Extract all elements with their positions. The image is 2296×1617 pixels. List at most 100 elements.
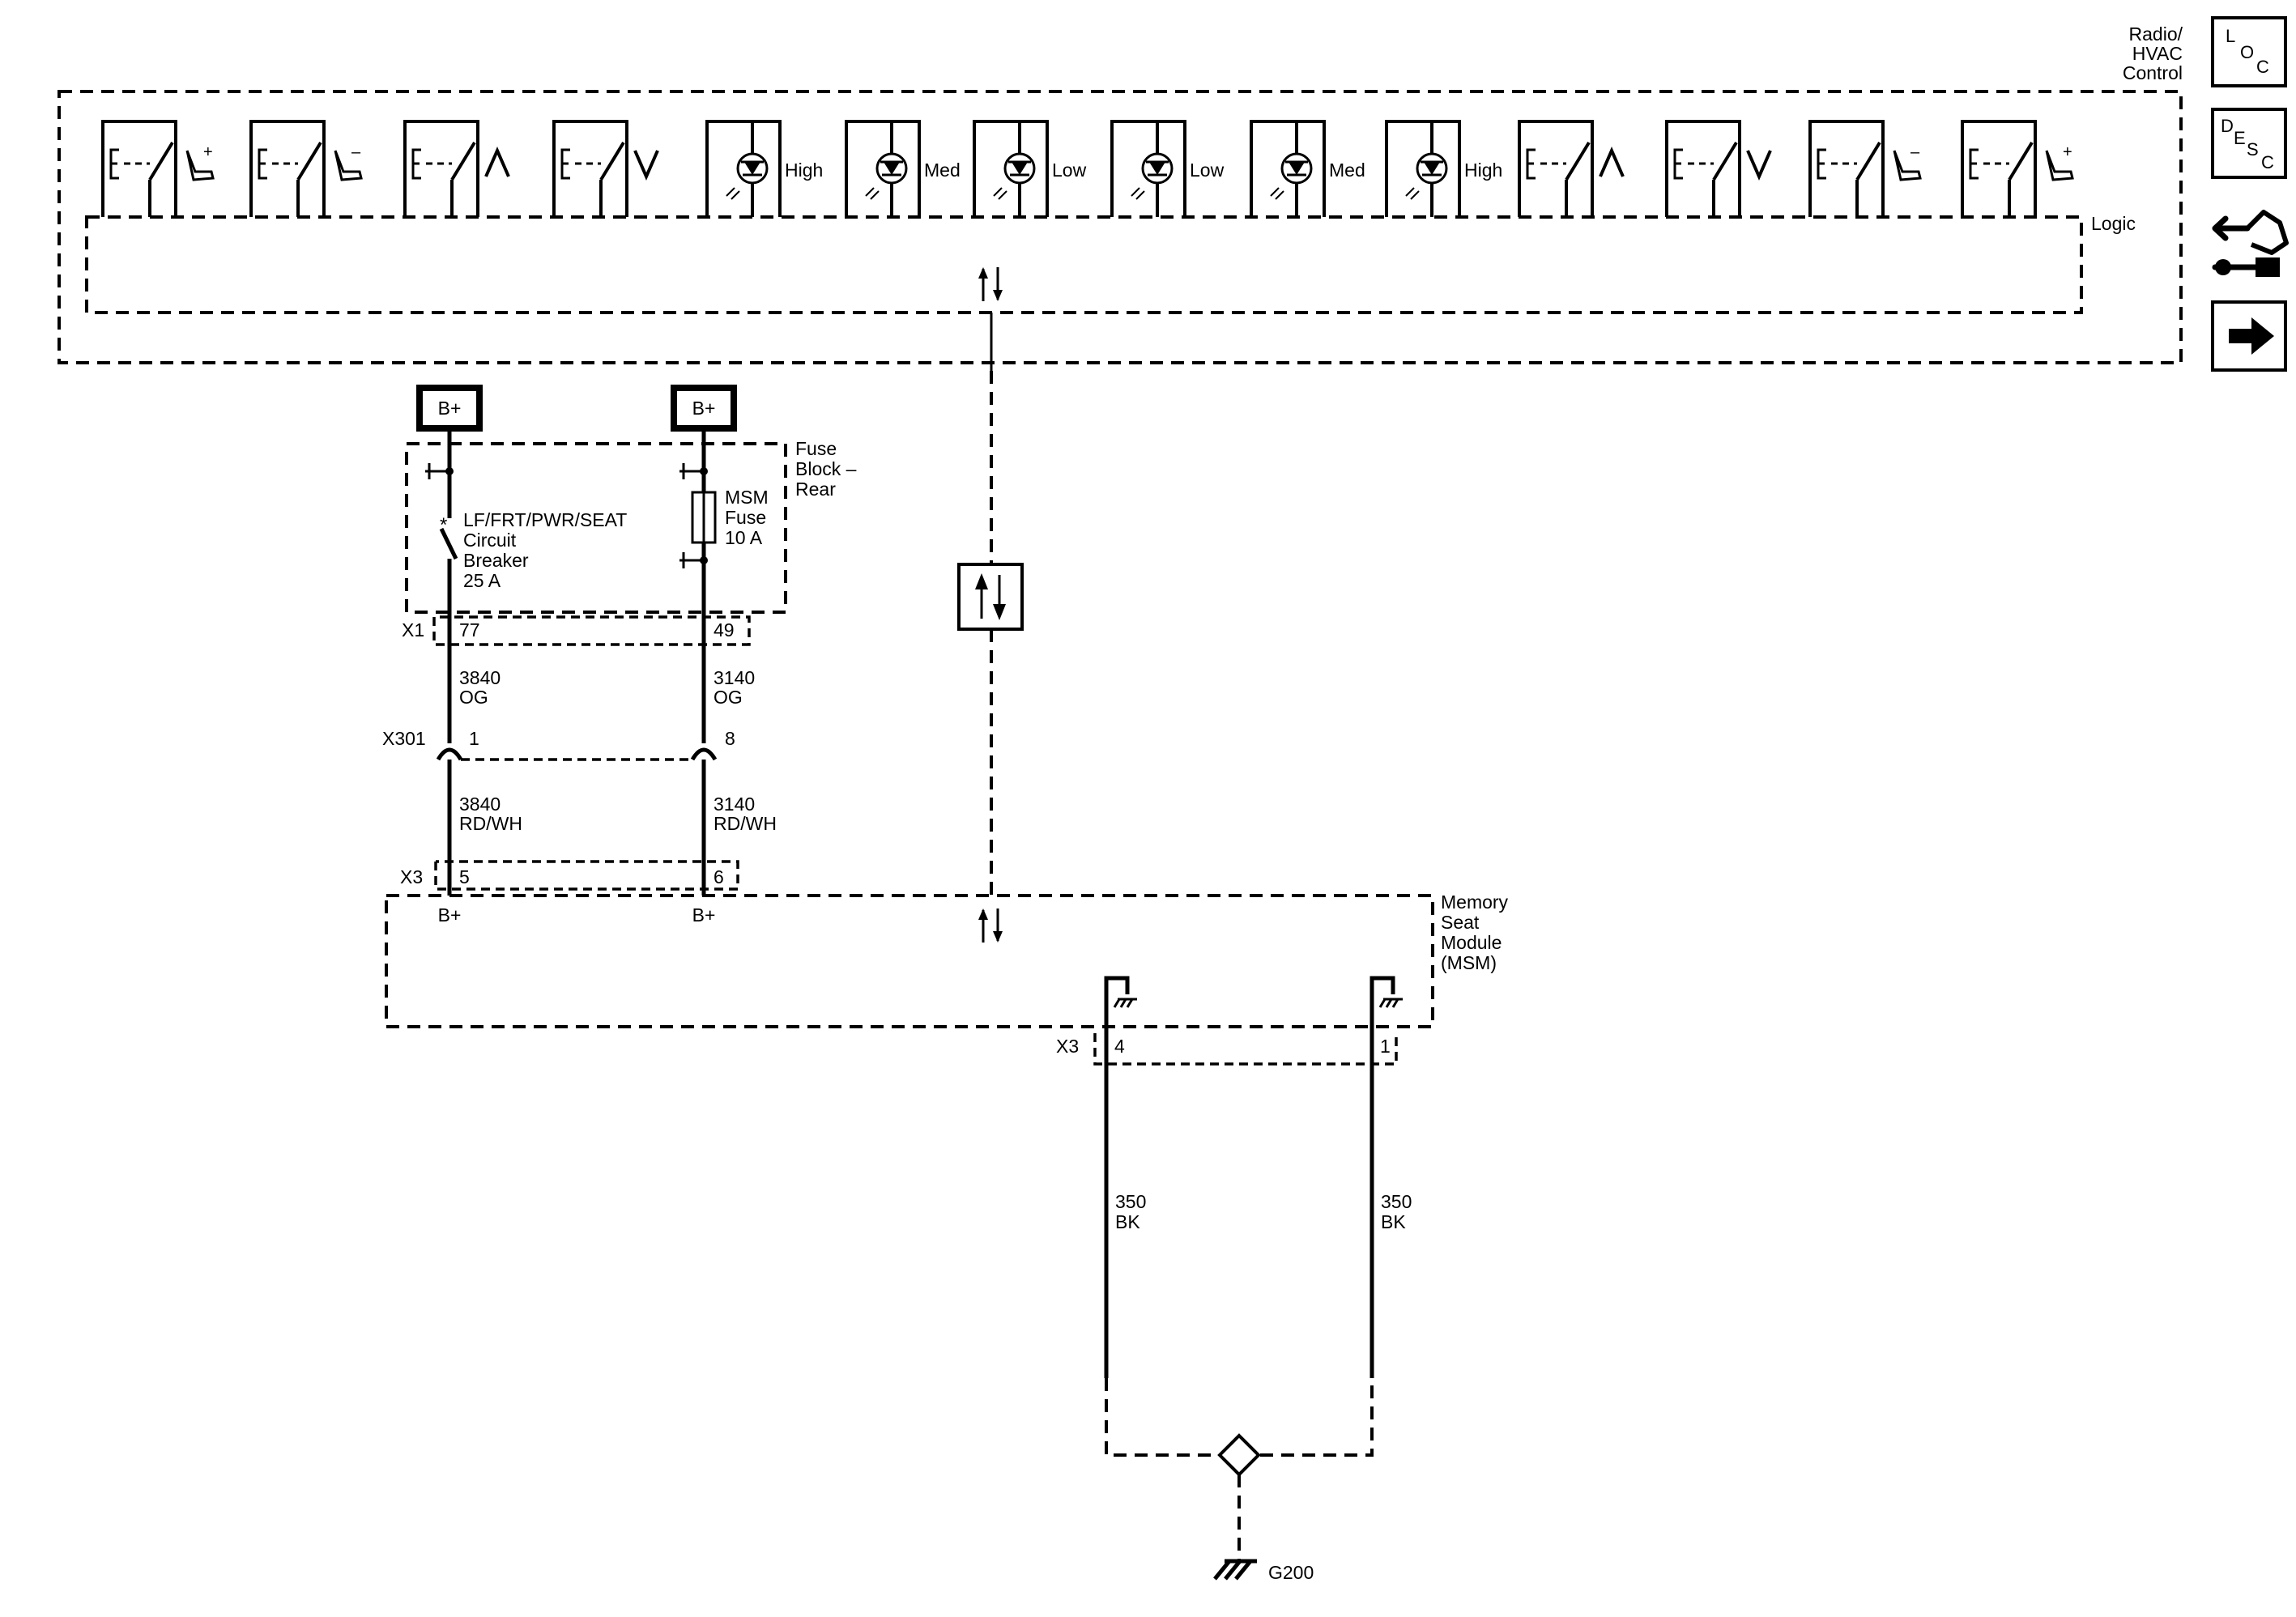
ground-wire-right-color: BK xyxy=(1381,1211,1406,1232)
seat-sign: – xyxy=(351,143,361,161)
switch-icon xyxy=(411,141,476,217)
connector-x3-bottom: X3 4 1 xyxy=(1056,1033,1398,1066)
msm-outline xyxy=(385,894,1434,1028)
led-indicator-icon xyxy=(726,121,769,217)
chevron-down-icon xyxy=(633,150,659,181)
led-indicator-icon xyxy=(1405,121,1448,217)
nav-buttons: L O C D E S C xyxy=(2211,16,2289,372)
ground-wire-right: 350 BK xyxy=(1370,1046,1412,1378)
ground-g200-label: G200 xyxy=(1268,1562,1314,1583)
wire-3140-og-color: OG xyxy=(714,687,743,708)
connector-x301-pin-8: 8 xyxy=(725,728,735,749)
ground-wire-left: 350 BK xyxy=(1104,1046,1146,1378)
connector-x3-bottom-pin-1: 1 xyxy=(1380,1036,1391,1057)
connector-wrench-icon[interactable] xyxy=(2212,210,2289,277)
module-name-line-3: Control xyxy=(2123,62,2183,83)
led-label: Low xyxy=(1190,160,1225,181)
loc-letter-o: O xyxy=(2240,42,2254,62)
input-block-6: Med xyxy=(845,120,961,217)
wire-3840-rdwh-circuit: 3840 xyxy=(459,794,501,815)
connector-x3-bottom-pin-4: 4 xyxy=(1114,1036,1125,1057)
loc-button[interactable]: L O C xyxy=(2211,16,2287,87)
connector-x3-top-label: X3 xyxy=(400,866,423,887)
connector-x1: X1 77 49 xyxy=(402,615,751,646)
connector-x301-label: X301 xyxy=(382,728,426,749)
input-block-5: High xyxy=(705,120,823,217)
desc-button[interactable]: D E S C xyxy=(2211,108,2287,179)
wire-3840-og-circuit: 3840 xyxy=(459,667,501,688)
led-indicator-icon xyxy=(1131,121,1174,217)
seat-sign: + xyxy=(203,143,213,161)
wire-3140-rdwh-circuit: 3140 xyxy=(714,794,755,815)
led-indicator-icon xyxy=(1270,121,1313,217)
breaker-mark-icon: * xyxy=(440,514,447,536)
desc-letter-s: S xyxy=(2247,139,2259,160)
led-label: Low xyxy=(1052,160,1087,181)
seat-plus-icon: + xyxy=(2045,143,2074,181)
module-name-line-1: Radio/ xyxy=(2129,23,2183,45)
fuse-block-name-line-1: Fuse xyxy=(795,438,837,459)
connector-x1-label: X1 xyxy=(402,619,424,640)
power-source-right: B+ xyxy=(671,385,737,432)
switch-icon xyxy=(1817,141,1881,217)
circuit-breaker: * xyxy=(425,428,458,615)
input-block-12 xyxy=(1665,120,1772,217)
fuse-label-line-1: MSM xyxy=(725,487,769,508)
input-blocks: + – High Med Low Low Med High – + xyxy=(101,120,2074,217)
switch-icon xyxy=(109,141,174,217)
connector-x3-top-pin-6: 6 xyxy=(714,866,724,887)
fuse-block-name-line-2: Block – xyxy=(795,458,857,479)
led-label: Med xyxy=(924,160,961,181)
power-source-left-label: B+ xyxy=(438,398,462,419)
next-page-button[interactable] xyxy=(2211,300,2287,372)
input-block-11 xyxy=(1518,120,1625,217)
wire-3840-rdwh: 3840 RD/WH xyxy=(447,760,522,896)
connector-x301-pin-1: 1 xyxy=(469,728,479,749)
led-indicator-icon xyxy=(865,121,908,217)
logic-block-outline xyxy=(85,215,2083,314)
msm-name-line-4: (MSM) xyxy=(1441,952,1497,973)
desc-letter-d: D xyxy=(2221,116,2234,136)
breaker-label-line-4: 25 A xyxy=(463,570,501,591)
input-block-10: High xyxy=(1385,120,1502,217)
msm-pin-label-left: B+ xyxy=(438,904,462,926)
serial-data-line xyxy=(957,313,1024,943)
switch-icon xyxy=(1673,141,1738,217)
desc-letter-e: E xyxy=(2234,128,2246,148)
splice-diamond-icon xyxy=(1217,1433,1261,1477)
msm-fuse xyxy=(679,428,717,615)
loc-letter-c: C xyxy=(2256,57,2269,77)
input-block-9: Med xyxy=(1250,120,1365,217)
fuse-block-rear: Fuse Block – Rear * LF/FRT/PWR/SEAT Circ… xyxy=(405,428,857,615)
wire-3840-og-color: OG xyxy=(459,687,488,708)
led-label: Med xyxy=(1329,160,1365,181)
switch-icon xyxy=(258,141,322,217)
fuse-block-name-line-3: Rear xyxy=(795,479,836,500)
input-block-14: + xyxy=(1961,120,2074,217)
wire-3840-og: 3840 OG xyxy=(447,615,501,743)
wire-3140-og-circuit: 3140 xyxy=(714,667,755,688)
wire-3840-rdwh-color: RD/WH xyxy=(459,813,522,834)
breaker-label-line-3: Breaker xyxy=(463,550,529,571)
connector-x3-top: X3 5 6 xyxy=(400,860,739,891)
wire-3140-rdwh-color: RD/WH xyxy=(714,813,777,834)
chevron-up-icon xyxy=(484,147,510,177)
led-label: High xyxy=(1464,160,1502,181)
input-block-13: – xyxy=(1808,120,1922,217)
input-block-4 xyxy=(552,120,659,217)
module-outline xyxy=(58,90,2183,364)
logic-label: Logic xyxy=(2091,213,2136,234)
input-block-2: – xyxy=(249,120,363,217)
power-source-right-label: B+ xyxy=(692,398,716,419)
serial-data-arrows-icon xyxy=(978,267,1003,301)
wire-3140-og: 3140 OG xyxy=(701,615,755,743)
connector-x3-top-pin-5: 5 xyxy=(459,866,470,887)
fuse-label-line-3: 10 A xyxy=(725,527,763,548)
input-block-8: Low xyxy=(1110,120,1225,217)
arrow-right-icon xyxy=(2229,317,2274,355)
msm-ground-symbol-left xyxy=(1104,976,1137,1046)
input-block-3 xyxy=(403,120,510,217)
msm-serial-data-arrows-icon xyxy=(978,908,1003,943)
switch-icon xyxy=(560,141,625,217)
